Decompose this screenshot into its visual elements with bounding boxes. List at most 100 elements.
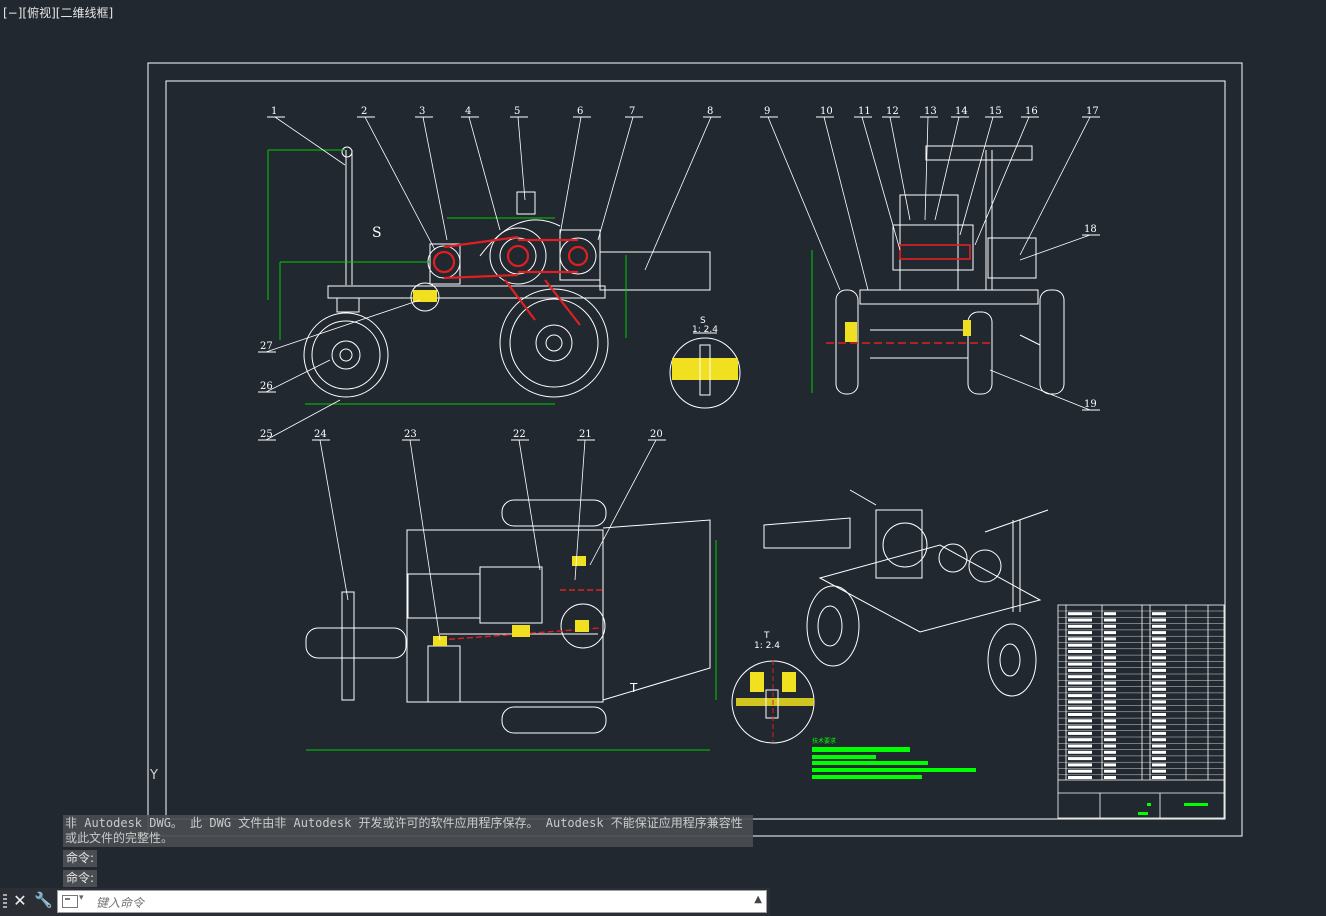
parts-row-text (1068, 725, 1092, 729)
parts-row-text (1152, 738, 1166, 742)
parts-row-text (1152, 612, 1166, 616)
parts-row-text (1104, 681, 1116, 685)
parts-list (1057, 604, 1225, 819)
detail-t-view (731, 660, 815, 744)
balloon-leader (559, 116, 582, 236)
command-input-box[interactable]: ▾ ▲ (57, 890, 767, 913)
parts-row-text (1152, 687, 1166, 691)
parts-row-text (1152, 725, 1166, 729)
parts-row-text (1104, 631, 1116, 635)
parts-row-text (1152, 624, 1166, 628)
parts-row-text (1104, 668, 1116, 672)
top-view-red (439, 589, 605, 641)
parts-row-text (1068, 675, 1092, 679)
balloon-leader (265, 299, 421, 353)
balloon-label-22: 22 (513, 429, 526, 440)
wrench-icon[interactable]: 🔧 (34, 891, 53, 909)
parts-row-text (1068, 769, 1092, 773)
balloon-label-10: 10 (820, 106, 833, 117)
command-history: 非 Autodesk DWG。 此 DWG 文件由非 Autodesk 开发或许… (63, 815, 753, 847)
viewport-label[interactable]: [−][俯视][二维线框] (3, 6, 114, 20)
balloon-label-3: 3 (419, 106, 425, 117)
balloon-label-19: 19 (1084, 399, 1097, 410)
parts-row-text (1104, 750, 1116, 754)
balloon-label-6: 6 (577, 106, 583, 117)
parts-row-text (1104, 713, 1116, 716)
title-block-mark-1 (1184, 803, 1208, 806)
parts-row-text (1068, 763, 1092, 767)
balloon-leader (319, 439, 349, 601)
parts-row-text (1104, 687, 1116, 691)
balloon-leader (959, 116, 994, 236)
parts-row-text (1104, 618, 1116, 622)
parts-row-text (1068, 681, 1092, 685)
balloon-leader (597, 116, 634, 241)
top-yellow-2 (575, 620, 589, 632)
balloon-leader (861, 116, 901, 251)
parts-row-text (1068, 719, 1092, 723)
parts-row-text (1152, 731, 1166, 735)
parts-row-text (1068, 744, 1092, 748)
title-block-mark-3 (1147, 803, 1151, 806)
balloon-leader (409, 439, 441, 641)
parts-row-text (1068, 694, 1092, 698)
parts-row-text (1104, 662, 1116, 666)
balloon-leader (924, 116, 929, 221)
balloon-leader (468, 116, 501, 231)
balloon-label-5: 5 (514, 106, 520, 117)
balloon-label-7: 7 (629, 106, 635, 117)
section-t-scale: 1: 2.4 (754, 641, 780, 651)
balloon-leader (889, 116, 911, 221)
balloon-label-14: 14 (955, 106, 968, 117)
parts-row-text (1104, 744, 1116, 748)
parts-list-rows (1058, 610, 1224, 779)
front-view-belts (432, 235, 589, 326)
close-icon[interactable]: ✕ (13, 891, 27, 910)
isometric-view (763, 489, 1049, 697)
parts-row-text (1152, 643, 1166, 647)
command-input[interactable] (94, 893, 738, 912)
balloon-label-27: 27 (260, 341, 273, 352)
top-view-dims (306, 540, 717, 751)
command-prompt-2: 命令: (63, 870, 98, 887)
balloon-label-18: 18 (1084, 224, 1097, 235)
top-view (305, 499, 711, 734)
parts-row-text (1152, 631, 1166, 635)
chevron-up-icon[interactable]: ▲ (754, 894, 762, 905)
parts-row-text (1104, 731, 1116, 735)
section-s-mark: S (372, 225, 382, 241)
parts-row-text (1152, 706, 1166, 710)
parts-row-text (1068, 713, 1092, 716)
balloon-label-12: 12 (886, 106, 899, 117)
detail-s-circle (410, 282, 440, 312)
balloon-label-26: 26 (260, 381, 273, 392)
balloon-label-25: 25 (260, 429, 273, 440)
parts-row-text (1152, 776, 1166, 779)
parts-row-text (1152, 713, 1166, 716)
parts-row-text (1104, 738, 1116, 742)
grip-handle[interactable] (3, 894, 7, 910)
parts-row-text (1068, 687, 1092, 691)
parts-row-text (1152, 769, 1166, 773)
side-yellow-1 (845, 322, 857, 342)
balloon-leader (364, 116, 436, 251)
parts-row-text (1068, 668, 1092, 672)
parts-row-text (1104, 706, 1116, 710)
balloon-label-13: 13 (924, 106, 937, 117)
parts-row-text (1068, 700, 1092, 704)
parts-row-text (1068, 662, 1092, 666)
side-yellow-2 (963, 320, 971, 336)
parts-row-text (1068, 750, 1092, 754)
side-view-red (826, 244, 990, 344)
chevron-down-icon[interactable]: ▾ (79, 893, 84, 903)
parts-row-text (1104, 757, 1116, 761)
section-t-title: T (763, 631, 770, 641)
parts-row-text (1104, 650, 1116, 653)
ucs-y-axis-label: Y (150, 768, 158, 783)
parts-row-text (1068, 776, 1092, 779)
detail-t-mark: T (629, 681, 638, 695)
parts-row-text (1068, 637, 1092, 641)
parts-row-text (1104, 776, 1116, 779)
